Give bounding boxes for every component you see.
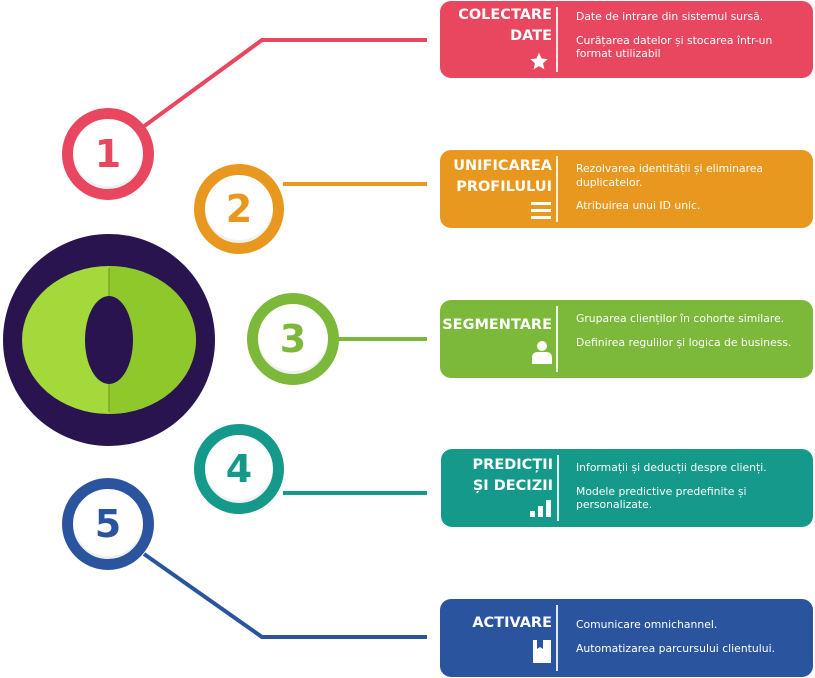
step-3-description: Gruparea clienților în cohorte similare.… [576,312,801,359]
step-4-desc-1: Informații și deducții despre clienți. [576,461,767,474]
step-2-divider [556,156,558,222]
step-1-desc-1: Date de intrare din sistemul sursă. [576,10,764,23]
step-5-description: Comunicare omnichannel. Automatizarea pa… [576,618,801,665]
step-4-desc-2: Modele predictive predefinite și persona… [576,484,747,512]
step-5-title-line-1: ACTIVARE [472,615,552,631]
list-icon [531,202,551,219]
step-3-number: 3 [279,317,307,361]
step-4-title-line-2: ȘI DECIZII [472,478,553,494]
step-1-title-line-1: COLECTARE [458,7,552,23]
step-4-number-circle: 4 [194,424,284,514]
step-5-card: ACTIVARE Comunicare omnichannel. Automat… [440,599,813,677]
connector-line-1 [141,38,427,129]
user-icon [532,341,552,364]
step-5-desc-2: Automatizarea parcursului clientului. [576,641,776,655]
step-1-title-line-2: DATE [510,28,552,44]
step-3-divider [556,306,558,372]
step-1-card: COLECTARE DATE Date de intrare din siste… [440,1,813,78]
step-3-card: SEGMENTARE Gruparea clienților în cohort… [440,300,813,378]
step-1-number-circle: 1 [62,108,154,200]
step-3-desc-2: Definirea regulilor și logica de busines… [576,335,792,349]
step-2-title-line-1: UNIFICAREA [453,158,552,174]
step-4-divider [557,455,559,521]
star-icon [530,52,548,70]
step-2-description: Rezolvarea identității și eliminarea dup… [576,162,801,223]
step-2-desc-2: Atribuirea unui ID unic. [576,199,701,212]
step-1-description: Date de intrare din sistemul sursă. Cură… [576,10,801,71]
step-3-number-circle: 3 [247,293,339,385]
logo-icon [3,234,215,446]
step-3-title-line-1: SEGMENTARE [442,317,552,333]
bookmark-icon [533,640,551,663]
step-2-card: UNIFICAREA PROFILULUI Rezolvarea identit… [440,150,813,228]
step-1-title: COLECTARE DATE [437,5,552,47]
step-3-title: SEGMENTARE [437,315,552,336]
step-4-description: Informații și deducții despre clienți. M… [576,461,801,522]
step-2-number: 2 [225,187,253,231]
step-5-number-circle: 5 [62,478,154,570]
step-1-number: 1 [94,132,122,176]
step-4-title-line-1: PREDICȚII [472,457,553,473]
step-2-desc-1: Rezolvarea identității și eliminarea dup… [576,162,764,189]
step-5-number: 5 [94,502,122,546]
step-4-card: PREDICȚII ȘI DECIZII Informații și deduc… [441,449,813,527]
step-3-desc-1: Gruparea clienților în cohorte similare. [576,312,785,325]
step-4-title: PREDICȚII ȘI DECIZII [438,455,553,497]
step-1-divider [556,7,558,72]
step-4-number: 4 [225,447,253,491]
step-2-title: UNIFICAREA PROFILULUI [437,156,552,198]
step-1-desc-2: Curățarea datelor și stocarea într-un fo… [576,33,773,61]
step-2-title-line-2: PROFILULUI [456,179,552,195]
step-5-title: ACTIVARE [437,613,552,634]
step-5-desc-1: Comunicare omnichannel. [576,618,718,631]
step-5-divider [556,605,558,671]
step-2-number-circle: 2 [194,164,284,254]
bar-chart-icon [530,500,551,517]
connector-line-5 [142,552,427,639]
